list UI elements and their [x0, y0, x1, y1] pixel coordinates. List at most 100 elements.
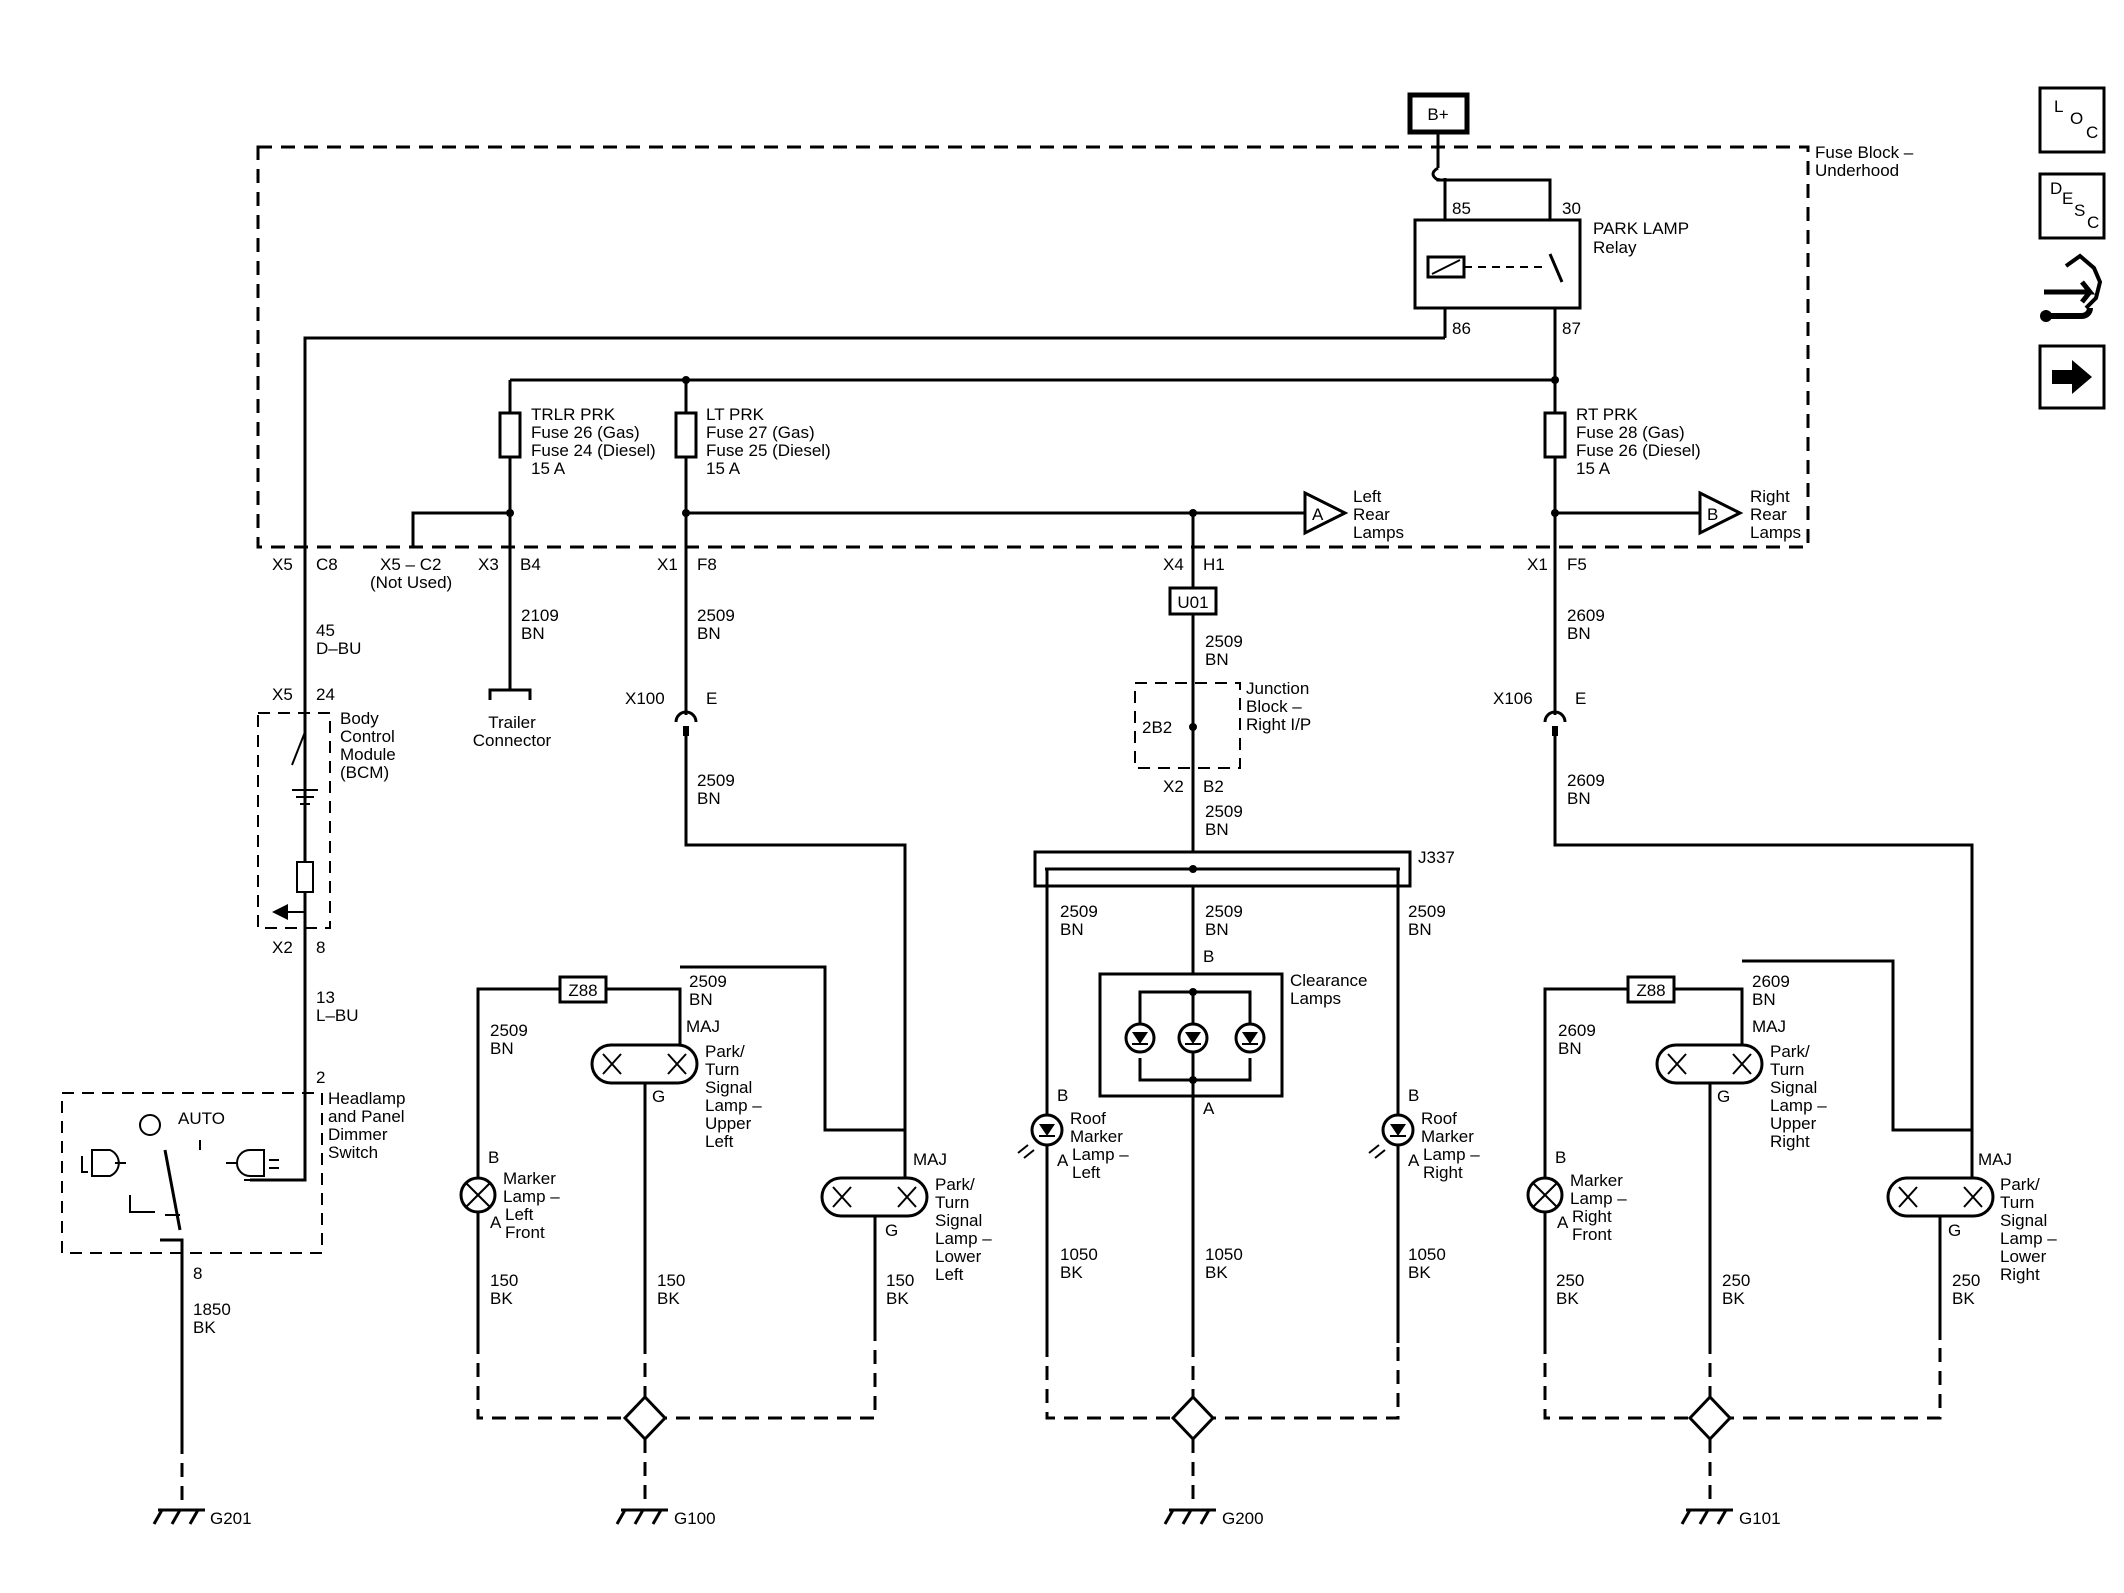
svg-text:BK: BK [1408, 1263, 1431, 1282]
svg-text:15 A: 15 A [531, 459, 566, 478]
svg-text:Upper: Upper [705, 1114, 752, 1133]
svg-text:X2: X2 [1163, 777, 1184, 796]
svg-text:Signal: Signal [2000, 1211, 2047, 1230]
svg-text:Turn: Turn [705, 1060, 739, 1079]
svg-text:Fuse 26 (Gas): Fuse 26 (Gas) [531, 423, 640, 442]
svg-text:150: 150 [886, 1271, 914, 1290]
ground-g200: G200 [1163, 1508, 1264, 1528]
svg-text:X106: X106 [1493, 689, 1533, 708]
svg-text:250: 250 [1722, 1271, 1750, 1290]
svg-text:G201: G201 [210, 1509, 252, 1528]
svg-text:A: A [1057, 1151, 1069, 1170]
svg-text:Relay: Relay [1593, 238, 1637, 257]
svg-text:BN: BN [1205, 920, 1229, 939]
svg-text:BN: BN [1060, 920, 1084, 939]
svg-text:BN: BN [1205, 820, 1229, 839]
svg-text:2609: 2609 [1567, 771, 1605, 790]
svg-text:Underhood: Underhood [1815, 161, 1899, 180]
svg-text:15 A: 15 A [1576, 459, 1611, 478]
svg-text:Fuse 28 (Gas): Fuse 28 (Gas) [1576, 423, 1685, 442]
fuse-trlr-prk: TRLR PRK Fuse 26 (Gas) Fuse 24 (Diesel) … [498, 380, 656, 513]
svg-text:LT PRK: LT PRK [706, 405, 765, 424]
relay-label: PARK LAMP [1593, 219, 1689, 238]
svg-text:X100: X100 [625, 689, 665, 708]
svg-text:BN: BN [1558, 1039, 1582, 1058]
svg-text:U01: U01 [1177, 593, 1208, 612]
svg-text:B: B [1555, 1148, 1566, 1167]
svg-text:B: B [1203, 947, 1214, 966]
u01-connector: U01 [1168, 586, 1218, 616]
next-page-arrow-icon[interactable] [2038, 344, 2106, 410]
svg-text:BN: BN [697, 789, 721, 808]
auto-label: AUTO [178, 1109, 225, 1128]
clearance-lamps: B A Clearance Lamps [1098, 947, 1368, 1118]
svg-text:S: S [2074, 201, 2085, 220]
svg-text:X2: X2 [272, 938, 293, 957]
location-icon[interactable]: L O C [2038, 86, 2106, 154]
fuse-rt-prk: RT PRK Fuse 28 (Gas) Fuse 26 (Diesel) 15… [1543, 380, 1701, 513]
svg-text:Right: Right [2000, 1265, 2040, 1284]
svg-text:Right: Right [1750, 487, 1790, 506]
svg-text:BN: BN [490, 1039, 514, 1058]
svg-text:A: A [1312, 505, 1324, 524]
battery-supply: B+ [1407, 92, 1470, 150]
svg-text:BK: BK [1205, 1263, 1228, 1282]
svg-text:A: A [1557, 1213, 1569, 1232]
trailer-connector: Trailer Connector [473, 688, 552, 750]
svg-text:Control: Control [340, 727, 395, 746]
svg-text:Module: Module [340, 745, 396, 764]
svg-text:86: 86 [1452, 319, 1471, 338]
svg-text:E: E [2062, 189, 2073, 208]
svg-text:Lamp –: Lamp – [1770, 1096, 1827, 1115]
svg-text:150: 150 [657, 1271, 685, 1290]
svg-text:BK: BK [490, 1289, 513, 1308]
svg-text:MAJ: MAJ [1978, 1150, 2012, 1169]
svg-text:Turn: Turn [2000, 1193, 2034, 1212]
svg-text:and Panel: and Panel [328, 1107, 405, 1126]
svg-text:45: 45 [316, 621, 335, 640]
svg-text:Signal: Signal [705, 1078, 752, 1097]
svg-text:A: A [1203, 1099, 1215, 1118]
marker-lamp-right-front: B A Marker Lamp – Right Front [1526, 1025, 1627, 1340]
trailer-bus [411, 511, 512, 547]
svg-text:Front: Front [1572, 1225, 1612, 1244]
svg-text:L–BU: L–BU [316, 1006, 359, 1025]
svg-text:BN: BN [1567, 624, 1591, 643]
svg-text:Right I/P: Right I/P [1246, 715, 1311, 734]
svg-text:B: B [1408, 1086, 1419, 1105]
svg-text:(Not Used): (Not Used) [370, 573, 452, 592]
svg-text:TRLR PRK: TRLR PRK [531, 405, 616, 424]
svg-text:BN: BN [1567, 789, 1591, 808]
svg-text:150: 150 [490, 1271, 518, 1290]
svg-text:G: G [652, 1087, 665, 1106]
svg-text:BK: BK [657, 1289, 680, 1308]
svg-text:1850: 1850 [193, 1300, 231, 1319]
svg-text:Clearance: Clearance [1290, 971, 1368, 990]
description-icon[interactable]: D E S C [2038, 172, 2106, 240]
svg-text:F8: F8 [697, 555, 717, 574]
svg-text:X4: X4 [1163, 555, 1184, 574]
svg-text:X1: X1 [1527, 555, 1548, 574]
svg-text:250: 250 [1556, 1271, 1584, 1290]
svg-text:C: C [2087, 213, 2099, 232]
svg-text:2B2: 2B2 [1142, 718, 1172, 737]
svg-text:15 A: 15 A [706, 459, 741, 478]
svg-text:F5: F5 [1567, 555, 1587, 574]
svg-text:Upper: Upper [1770, 1114, 1817, 1133]
headlamp-dimmer-switch: AUTO Headlamp and Panel Dimmer Switch [61, 1089, 406, 1258]
svg-text:Junction: Junction [1246, 679, 1309, 698]
svg-text:B: B [1707, 505, 1718, 524]
svg-text:2: 2 [316, 1068, 325, 1087]
park-turn-lamp-lower-right: MAJ G Park/ Turn Signal Lamp – Lower Rig… [1886, 1150, 2057, 1340]
svg-text:G: G [1948, 1221, 1961, 1240]
diagnostic-procedure-icon[interactable] [2040, 253, 2103, 322]
roof-marker-lamp-right: B A Roof Marker Lamp – Right [1368, 1086, 1480, 1182]
svg-text:87: 87 [1562, 319, 1581, 338]
svg-text:Lamp –: Lamp – [1570, 1189, 1627, 1208]
svg-text:Left: Left [1072, 1163, 1101, 1182]
svg-text:G: G [885, 1221, 898, 1240]
svg-text:G: G [1717, 1087, 1730, 1106]
svg-text:B4: B4 [520, 555, 541, 574]
svg-text:A: A [490, 1213, 502, 1232]
svg-text:E: E [1575, 689, 1586, 708]
